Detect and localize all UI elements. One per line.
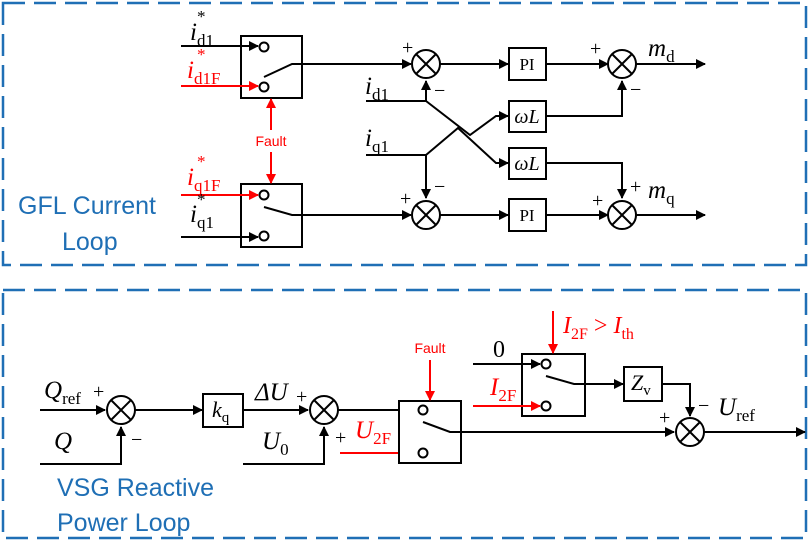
wl-label: ωL bbox=[514, 153, 539, 175]
gfl-mq-summer bbox=[607, 200, 637, 230]
i2f-threshold-condition: I2F > Ith bbox=[562, 313, 634, 343]
minus-sign: − bbox=[131, 429, 142, 451]
qref-label: Qref bbox=[44, 377, 81, 408]
zv-label: Zv bbox=[631, 370, 651, 399]
minus-sign: − bbox=[630, 79, 641, 101]
vsg-uref-summer bbox=[675, 417, 705, 447]
md-label: md bbox=[648, 35, 675, 66]
gfl-q-pi-block bbox=[508, 198, 547, 232]
plus-sign: + bbox=[296, 386, 307, 408]
i2f-label: I2F bbox=[489, 374, 516, 405]
plus-sign: + bbox=[630, 176, 641, 198]
plus-sign: + bbox=[590, 38, 601, 60]
id-ref-label: id1* bbox=[190, 7, 214, 50]
vsg-q-summer bbox=[106, 395, 136, 425]
gfl-fault-label: Fault bbox=[255, 133, 286, 149]
iq-fault-ref-label: iq1F* bbox=[187, 152, 220, 195]
iq-ref-label: iq1* bbox=[190, 190, 214, 232]
gfl-wl-block-upper bbox=[508, 100, 547, 133]
vsg-title: VSG Reactive Power Loop bbox=[57, 474, 221, 537]
plus-sign: + bbox=[400, 188, 411, 210]
vsg-fault-label: Fault bbox=[414, 340, 445, 356]
minus-sign: − bbox=[698, 395, 709, 417]
delta-u-label: ΔU bbox=[254, 379, 290, 406]
gfl-d-summer bbox=[411, 49, 441, 79]
gfl-wl-block-lower bbox=[508, 147, 547, 180]
id-fault-ref-label: id1F* bbox=[187, 45, 220, 88]
gfl-q-summer bbox=[411, 200, 441, 230]
plus-sign: + bbox=[93, 381, 104, 403]
uref-label: Uref bbox=[718, 394, 755, 425]
plus-sign: + bbox=[402, 37, 413, 59]
gfl-d-pi-block bbox=[508, 47, 547, 81]
gfl-title: GFL Current Loop bbox=[18, 192, 163, 256]
zero-label: 0 bbox=[493, 337, 505, 363]
mq-label: mq bbox=[648, 177, 675, 208]
plus-sign: + bbox=[592, 190, 603, 212]
pi-label: PI bbox=[519, 206, 534, 225]
id-fb-label: id1 bbox=[365, 73, 389, 104]
q-label: Q bbox=[54, 428, 72, 455]
kq-label: kq bbox=[212, 397, 230, 426]
wl-label: ωL bbox=[514, 106, 539, 128]
minus-sign: − bbox=[434, 176, 445, 198]
gfl-frame bbox=[1, 1, 808, 267]
zv-block bbox=[623, 366, 663, 402]
minus-sign: − bbox=[434, 80, 445, 102]
u0-label: U0 bbox=[262, 428, 289, 459]
iq-fb-label: iq1 bbox=[365, 125, 389, 156]
plus-sign: + bbox=[659, 407, 670, 429]
u2f-label: U2F bbox=[355, 417, 391, 448]
plus-sign: + bbox=[335, 427, 346, 449]
gfl-md-summer bbox=[607, 49, 637, 79]
pi-label: PI bbox=[519, 55, 534, 74]
vsg-u-summer bbox=[309, 395, 339, 425]
